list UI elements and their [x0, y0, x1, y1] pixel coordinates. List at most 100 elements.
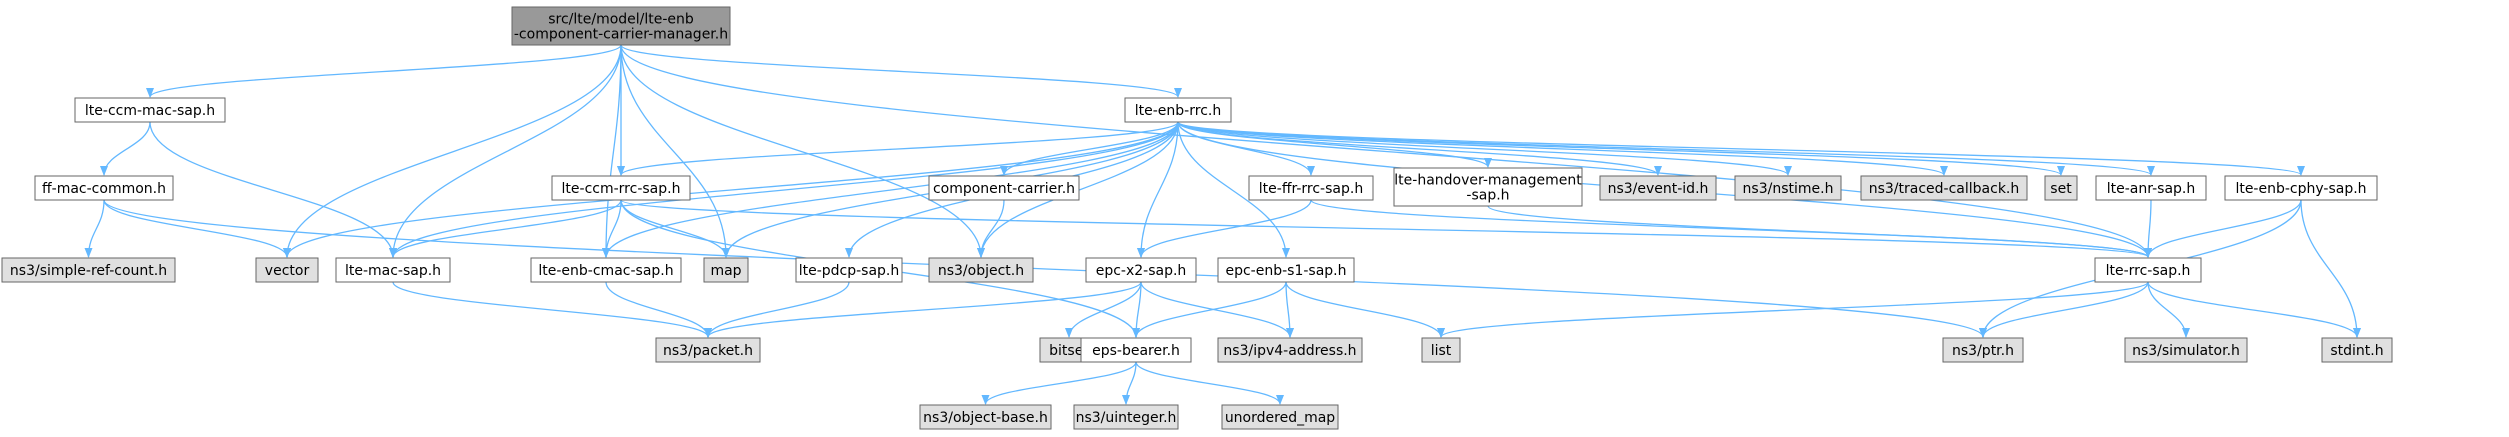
node-label: ns3/ptr.h	[1952, 343, 2014, 359]
node-ff-mac-common[interactable]: ff-mac-common.h	[34, 175, 174, 201]
node-box	[1080, 337, 1192, 363]
node-lte-enb-cphy-sap[interactable]: lte-enb-cphy-sap.h	[2224, 175, 2378, 201]
node-lte-enb-cmac-sap[interactable]: lte-enb-cmac-sap.h	[530, 257, 682, 283]
node-label: lte-handover-management	[1394, 173, 1582, 189]
edge-lte_ccm_rrc_sap-to-lte_enb_cmac_sap	[602, 199, 622, 258]
edge-lte_enb_cphy_sap-to-stdint	[2300, 199, 2361, 338]
edge-root-to-lte_rrc_sap	[620, 44, 2152, 258]
node-component-carrier[interactable]: component-carrier.h	[928, 175, 1080, 201]
node-lte-ccm-mac-sap[interactable]: lte-ccm-mac-sap.h	[74, 97, 226, 123]
node-lte-anr-sap[interactable]: lte-anr-sap.h	[2095, 175, 2207, 201]
node-label: lte-enb-rrc.h	[1135, 103, 1221, 119]
edge-epc_enb_s1_sap-to-eps_bearer	[1132, 281, 1287, 338]
node-label: lte-enb-cphy-sap.h	[2235, 181, 2366, 197]
node-box	[1073, 404, 1179, 430]
node-epc-x2-sap[interactable]: epc-x2-sap.h	[1085, 257, 1197, 283]
node-ns3-traced-callback: ns3/traced-callback.h	[1860, 175, 2028, 201]
node-box	[703, 257, 749, 283]
node-epc-enb-s1-sap[interactable]: epc-enb-s1-sap.h	[1217, 257, 1355, 283]
node-label: ns3/object-base.h	[923, 410, 1048, 426]
edge-lte_enb_rrc-to-vector	[283, 121, 1179, 258]
node-box	[1393, 167, 1583, 207]
node-lte-ccm-rrc-sap[interactable]: lte-ccm-rrc-sap.h	[551, 175, 691, 201]
edge-lte_anr_sap-to-lte_rrc_sap	[2144, 199, 2153, 258]
node-box	[1860, 175, 2028, 201]
node-box	[1248, 175, 1374, 201]
edge-lte_handover_mgmt_sap-to-lte_rrc_sap	[1487, 205, 2152, 258]
edge-root-to-lte_enb_cmac_sap	[602, 44, 622, 258]
edge-eps_bearer-to-ns3_uinteger	[1122, 361, 1137, 405]
node-label: vector	[265, 263, 310, 279]
node-box	[1, 257, 176, 283]
node-box	[2094, 257, 2202, 283]
node-label: ns3/nstime.h	[1743, 181, 1834, 197]
node-label: ns3/ipv4-address.h	[1223, 343, 1356, 359]
edge-lte_enb_rrc-to-ns3_traced_callback	[1177, 121, 1948, 176]
node-lte-rrc-sap[interactable]: lte-rrc-sap.h	[2094, 257, 2202, 283]
edge-root-to-vector	[283, 44, 622, 258]
edge-ff_mac_common-to-ns3_simple_ref_count	[84, 199, 105, 258]
edge-lte_enb_rrc-to-set	[1177, 121, 2065, 176]
node-box	[551, 175, 691, 201]
edge-root-to-map	[620, 44, 730, 258]
node-box	[511, 6, 731, 46]
node-label: ff-mac-common.h	[42, 181, 166, 197]
edge-lte_rrc_sap-to-list	[1437, 281, 2149, 338]
node-label: epc-enb-s1-sap.h	[1225, 263, 1346, 279]
node-label: lte-ccm-mac-sap.h	[85, 103, 215, 119]
node-ns3-simple-ref-count: ns3/simple-ref-count.h	[1, 257, 176, 283]
node-label: lte-pdcp-sap.h	[799, 263, 900, 279]
node-box	[2095, 175, 2207, 201]
node-label: set	[2050, 181, 2072, 197]
node-label: eps-bearer.h	[1092, 343, 1180, 359]
node-label: ns3/traced-callback.h	[1869, 181, 2020, 197]
node-lte-handover-mgmt-sap[interactable]: lte-handover-management-sap.h	[1393, 167, 1583, 207]
edge-lte_enb_rrc-to-lte_anr_sap	[1177, 121, 2155, 176]
node-label: lte-mac-sap.h	[345, 263, 441, 279]
node-label: lte-ffr-rrc-sap.h	[1259, 181, 1363, 197]
node-box	[1599, 175, 1717, 201]
node-lte-mac-sap[interactable]: lte-mac-sap.h	[335, 257, 451, 283]
node-label: epc-x2-sap.h	[1096, 263, 1187, 279]
edge-lte_pdcp_sap-to-ns3_packet	[704, 281, 850, 338]
node-lte-enb-rrc[interactable]: lte-enb-rrc.h	[1124, 97, 1232, 123]
node-unordered-map: unordered_map	[1221, 404, 1339, 430]
node-box	[34, 175, 174, 201]
node-label: ns3/uinteger.h	[1076, 410, 1177, 426]
node-eps-bearer[interactable]: eps-bearer.h	[1080, 337, 1192, 363]
edge-lte_enb_cphy_sap-to-lte_rrc_sap	[2144, 199, 2302, 258]
node-ns3-event-id: ns3/event-id.h	[1599, 175, 1717, 201]
node-lte-ffr-rrc-sap[interactable]: lte-ffr-rrc-sap.h	[1248, 175, 1374, 201]
node-lte-pdcp-sap[interactable]: lte-pdcp-sap.h	[795, 257, 903, 283]
node-stdint: stdint.h	[2321, 337, 2393, 363]
node-box	[919, 404, 1052, 430]
edge-lte_ffr_rrc_sap-to-epc_x2_sap	[1137, 199, 1312, 258]
edge-eps_bearer-to-unordered_map	[1135, 361, 1284, 405]
edge-lte_ccm_mac_sap-to-lte_mac_sap	[149, 121, 397, 258]
node-label: ns3/simulator.h	[2132, 343, 2240, 359]
node-layer: src/lte/model/lte-enb-component-carrier-…	[1, 6, 2393, 430]
node-box	[1217, 337, 1363, 363]
edge-lte_ccm_rrc_sap-to-map	[620, 199, 730, 258]
node-ns3-packet: ns3/packet.h	[655, 337, 761, 363]
edge-lte_enb_rrc-to-ns3_event_id	[1177, 121, 1662, 176]
node-label: lte-enb-cmac-sap.h	[538, 263, 673, 279]
node-label: ns3/simple-ref-count.h	[10, 263, 167, 279]
node-box	[655, 337, 761, 363]
edge-epc_enb_s1_sap-to-ns3_ipv4_address	[1285, 281, 1294, 338]
edge-lte_enb_rrc-to-epc_enb_s1_sap	[1177, 121, 1290, 258]
node-label: bitset	[1049, 343, 1089, 359]
node-label: -sap.h	[1466, 188, 1509, 204]
node-root[interactable]: src/lte/model/lte-enb-component-carrier-…	[511, 6, 731, 46]
node-label: map	[710, 263, 741, 279]
edge-epc_x2_sap-to-ns3_packet	[704, 281, 1142, 338]
edge-root-to-ns3_object	[620, 44, 985, 258]
node-box	[255, 257, 319, 283]
edge-lte_enb_rrc-to-ns3_nstime	[1177, 121, 1792, 176]
node-set: set	[2044, 175, 2078, 201]
node-box	[2124, 337, 2248, 363]
node-ns3-ptr: ns3/ptr.h	[1942, 337, 2024, 363]
edge-lte_enb_rrc-to-epc_x2_sap	[1137, 121, 1179, 258]
node-vector: vector	[255, 257, 319, 283]
edge-epc_enb_s1_sap-to-list	[1285, 281, 1445, 338]
